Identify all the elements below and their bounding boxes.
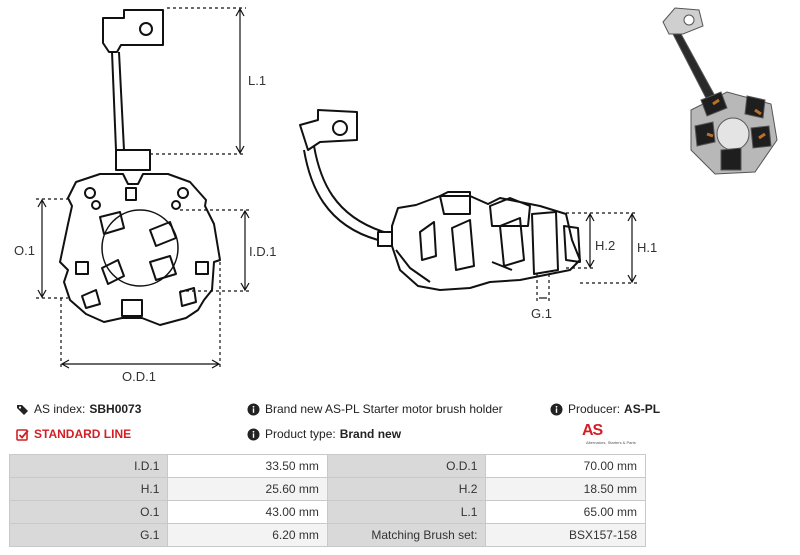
- dim-id1-label: I.D.1: [249, 244, 276, 259]
- spec-value: BSX157-158: [485, 523, 646, 547]
- spec-key: H.2: [326, 477, 487, 501]
- technical-drawing: L.1 O.1 I.D.1 O.D.1 H.1 H.2 G.1: [14, 7, 657, 384]
- side-terminal-tab: [299, 109, 358, 151]
- spec-key: H.1: [8, 477, 169, 501]
- standard-line-label: STANDARD LINE: [34, 427, 132, 441]
- as-logo: AS Alternators, Starters & Parts: [582, 422, 662, 446]
- product-type-label: Product type:: [265, 427, 336, 441]
- spec-key: O.D.1: [326, 454, 487, 478]
- specs-table: I.D.1 33.50 mm O.D.1 70.00 mm H.1 25.60 …: [8, 454, 646, 547]
- standard-line-row: STANDARD LINE: [16, 427, 131, 441]
- as-index-label: AS index:: [34, 402, 86, 416]
- spec-value: 43.00 mm: [167, 500, 328, 524]
- front-plate: [59, 173, 221, 326]
- dim-od1-label: O.D.1: [122, 369, 156, 384]
- spec-key: L.1: [326, 500, 487, 524]
- table-row: O.1 43.00 mm L.1 65.00 mm: [8, 500, 646, 524]
- product-type-value: Brand new: [339, 427, 402, 441]
- producer-label: Producer:: [568, 402, 621, 416]
- dim-o1-label: O.1: [14, 243, 35, 258]
- producer-row: Producer: AS-PL: [550, 402, 660, 416]
- dim-g1-label: G.1: [531, 306, 552, 321]
- spec-key: I.D.1: [8, 454, 169, 478]
- producer-value: AS-PL: [624, 402, 661, 416]
- dim-l1-label: L.1: [248, 73, 266, 88]
- spec-value: 18.50 mm: [485, 477, 646, 501]
- checkbox-check-icon: [16, 428, 29, 441]
- logo-tagline: Alternators, Starters & Parts: [586, 440, 636, 445]
- table-row: I.D.1 33.50 mm O.D.1 70.00 mm: [8, 454, 646, 478]
- product-type-row: Product type: Brand new: [247, 427, 401, 441]
- side-lead-wire: [303, 145, 385, 241]
- description-row: Brand new AS-PL Starter motor brush hold…: [247, 402, 503, 416]
- front-terminal-tab: [102, 9, 164, 53]
- as-index-row: AS index: SBH0073: [16, 402, 141, 416]
- spec-key: O.1: [8, 500, 169, 524]
- front-lead-wire: [111, 51, 125, 151]
- spec-key: Matching Brush set:: [326, 523, 487, 547]
- spec-value: 65.00 mm: [485, 500, 646, 524]
- description-text: Brand new AS-PL Starter motor brush hold…: [265, 402, 503, 416]
- info-icon: [247, 428, 260, 441]
- spec-key: G.1: [8, 523, 169, 547]
- front-lead-connector: [115, 149, 151, 171]
- spec-value: 25.60 mm: [167, 477, 328, 501]
- product-info: AS index: SBH0073 STANDARD LINE Brand ne…: [0, 395, 800, 450]
- dim-h1-label: H.1: [637, 240, 657, 255]
- spec-value: 33.50 mm: [167, 454, 328, 478]
- dim-h2-label: H.2: [595, 238, 615, 253]
- as-index-value: SBH0073: [89, 402, 142, 416]
- info-icon: [550, 403, 563, 416]
- logo-mark: AS: [582, 422, 603, 439]
- info-icon: [247, 403, 260, 416]
- spec-value: 70.00 mm: [485, 454, 646, 478]
- spec-value: 6.20 mm: [167, 523, 328, 547]
- table-row: G.1 6.20 mm Matching Brush set: BSX157-1…: [8, 523, 646, 547]
- product-photo: [662, 7, 778, 175]
- table-row: H.1 25.60 mm H.2 18.50 mm: [8, 477, 646, 501]
- tags-icon: [16, 403, 29, 416]
